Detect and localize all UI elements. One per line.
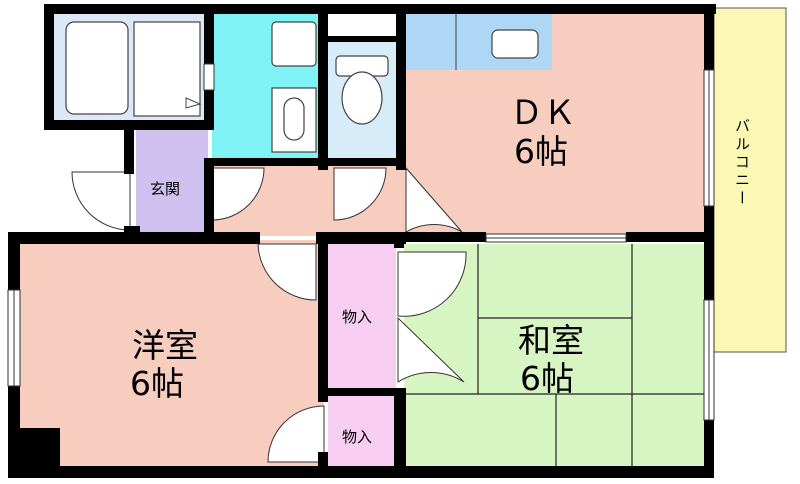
balcony-label: バルコニー bbox=[733, 118, 751, 208]
toilet-icon bbox=[335, 55, 389, 125]
entrance-area bbox=[136, 130, 208, 236]
walls bbox=[8, 4, 716, 478]
japanese-room-size: 6帖 bbox=[520, 359, 574, 398]
closet-upper bbox=[328, 240, 396, 388]
washbasin-icon bbox=[271, 21, 317, 153]
balcony-area bbox=[713, 7, 787, 353]
closet-lower bbox=[328, 394, 396, 466]
sink-icon bbox=[455, 12, 539, 70]
entrance-label: 玄関 bbox=[150, 180, 180, 198]
western-room-size: 6帖 bbox=[130, 364, 184, 403]
door-swings bbox=[71, 166, 467, 463]
dk-room-name: ＤＫ bbox=[510, 93, 576, 132]
tatami-lines bbox=[404, 244, 708, 466]
closet-lower-label: 物入 bbox=[342, 428, 372, 446]
western-room-name: 洋室 bbox=[132, 326, 198, 365]
closet-upper-label: 物入 bbox=[342, 308, 372, 326]
japanese-room-name: 和室 bbox=[518, 321, 584, 360]
windows bbox=[7, 63, 715, 421]
bathtub-icon bbox=[65, 21, 202, 117]
dk-room-size: 6帖 bbox=[514, 132, 568, 171]
